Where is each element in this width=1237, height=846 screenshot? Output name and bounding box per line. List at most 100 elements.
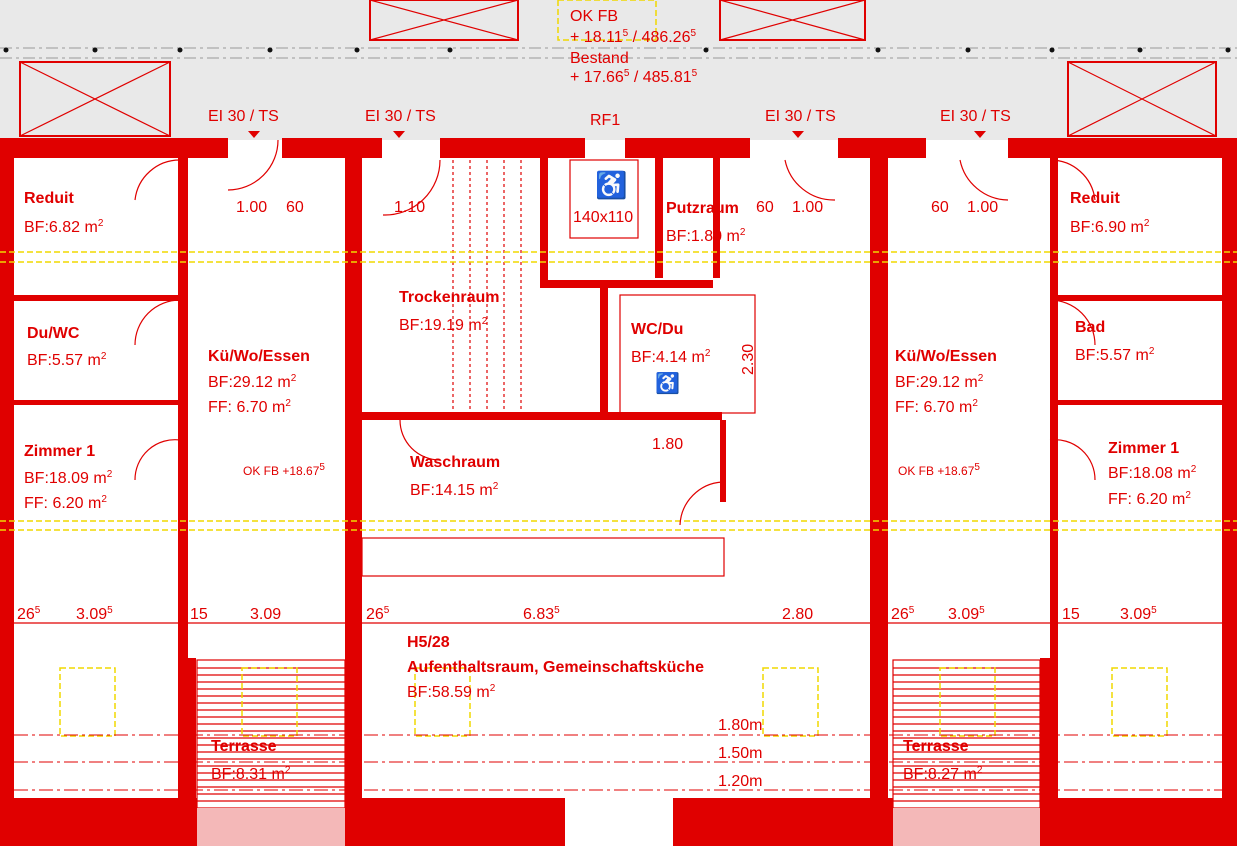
svg-text:BF:5.57 m2: BF:5.57 m2 [27, 351, 107, 369]
svg-text:Zimmer 1: Zimmer 1 [1108, 440, 1179, 457]
svg-text:Bad: Bad [1075, 319, 1105, 336]
skylight [19, 0, 1217, 137]
svg-text:3.095: 3.095 [1120, 605, 1157, 623]
svg-text:Waschraum: Waschraum [410, 454, 500, 471]
svg-text:1.50m: 1.50m [718, 745, 762, 762]
svg-text:BF:14.15 m2: BF:14.15 m2 [410, 481, 499, 499]
bestand-value: + 17.665 / 485.815 [570, 68, 698, 86]
exterior-area [0, 0, 1237, 140]
door-rating-label: EI 30 / TS [765, 108, 836, 125]
svg-text:BF:29.12 m2: BF:29.12 m2 [208, 373, 297, 391]
door-swings [134, 139, 1096, 526]
svg-text:Du/WC: Du/WC [27, 325, 80, 342]
svg-text:3.09: 3.09 [250, 606, 281, 623]
svg-text:Putzraum: Putzraum [666, 200, 739, 217]
svg-text:Terrasse: Terrasse [903, 738, 969, 755]
door-markers [248, 131, 986, 138]
svg-text:1.80m: 1.80m [718, 717, 762, 734]
svg-text:Trockenraum: Trockenraum [399, 289, 499, 306]
svg-text:Kü/Wo/Essen: Kü/Wo/Essen [895, 348, 997, 365]
svg-text:BF:19.19 m2: BF:19.19 m2 [399, 316, 488, 334]
height-labels: 1.80m 1.50m 1.20m [718, 717, 762, 790]
wc-du-outline [619, 294, 756, 414]
svg-text:60: 60 [756, 199, 774, 216]
svg-text:FF: 6.70 m2: FF: 6.70 m2 [895, 398, 978, 416]
svg-text:BF:29.12 m2: BF:29.12 m2 [895, 373, 984, 391]
svg-text:BF:6.90 m2: BF:6.90 m2 [1070, 218, 1150, 236]
room-zimmer-right: Zimmer 1 BF:18.08 m2 FF: 6.20 m2 [1108, 440, 1197, 508]
wheelchair-icon: ♿ [595, 170, 627, 200]
room-aufenthaltsraum: H5/28 Aufenthaltsraum, Gemeinschaftsküch… [407, 634, 704, 701]
svg-text:BF:6.82 m2: BF:6.82 m2 [24, 218, 104, 236]
dimension-row: 265 3.095 15 3.09 265 6.835 2.80 265 3.0… [17, 605, 1157, 623]
terrace-left [196, 659, 346, 846]
svg-text:265: 265 [891, 605, 915, 623]
svg-text:1.00: 1.00 [792, 199, 823, 216]
svg-text:BF:5.57 m2: BF:5.57 m2 [1075, 346, 1155, 364]
room-reduit-right: Reduit BF:6.90 m2 [1070, 190, 1150, 236]
svg-text:1.20m: 1.20m [718, 773, 762, 790]
door-dimensions: 1.00 60 1.10 60 1.00 60 1.00 [236, 199, 998, 216]
room-kitchen-living-right: Kü/Wo/Essen BF:29.12 m2 FF: 6.70 m2 [895, 348, 997, 416]
svg-text:FF: 6.70 m2: FF: 6.70 m2 [208, 398, 291, 416]
room-waschraum: Waschraum BF:14.15 m2 [410, 454, 500, 499]
svg-text:Reduit: Reduit [24, 190, 74, 207]
door-rating-label: EI 30 / TS [365, 108, 436, 125]
okfb-small-right: OK FB +18.675 [898, 462, 980, 478]
bestand-label: Bestand [570, 50, 629, 67]
svg-text:BF:4.14 m2: BF:4.14 m2 [631, 348, 711, 366]
room-reduit-left: Reduit BF:6.82 m2 [24, 190, 104, 236]
svg-text:BF:8.31 m2: BF:8.31 m2 [211, 765, 291, 783]
svg-text:WC/Du: WC/Du [631, 321, 683, 338]
room-zimmer-left: Zimmer 1 BF:18.09 m2 FF: 6.20 m2 [24, 443, 113, 512]
svg-text:Kü/Wo/Essen: Kü/Wo/Essen [208, 348, 310, 365]
walls [0, 138, 1237, 846]
svg-text:Aufenthaltsraum, Gemeinschafts: Aufenthaltsraum, Gemeinschaftsküche [407, 659, 704, 676]
room-bad-right: Bad BF:5.57 m2 [1075, 319, 1155, 364]
room-kitchen-living-left: Kü/Wo/Essen BF:29.12 m2 FF: 6.70 m2 [208, 348, 310, 416]
terrace-right [892, 659, 1041, 846]
svg-text:3.095: 3.095 [76, 605, 113, 623]
room-putzraum: Putzraum BF:1.80 m2 [666, 200, 746, 245]
svg-text:Zimmer 1: Zimmer 1 [24, 443, 95, 460]
rf1-label: RF1 [590, 112, 620, 129]
svg-text:15: 15 [1062, 606, 1080, 623]
svg-text:1.00: 1.00 [967, 199, 998, 216]
svg-text:60: 60 [286, 199, 304, 216]
okfb-small-left: OK FB +18.675 [243, 462, 325, 478]
wc-size-label: 140x110 [573, 209, 633, 226]
ok-fb-value: + 18.115 / 486.265 [570, 28, 696, 46]
stair-outline [557, 0, 657, 41]
accessible-wc-box [569, 159, 639, 239]
svg-text:1.00: 1.00 [236, 199, 267, 216]
height-lines [14, 734, 1222, 791]
svg-text:BF:1.80 m2: BF:1.80 m2 [666, 227, 746, 245]
svg-text:BF:58.59 m2: BF:58.59 m2 [407, 683, 496, 701]
svg-text:265: 265 [366, 605, 390, 623]
stair-lines [452, 160, 522, 412]
svg-text:15: 15 [190, 606, 208, 623]
door-rating-label: EI 30 / TS [208, 108, 279, 125]
room-trockenraum: Trockenraum BF:19.19 m2 [399, 289, 499, 334]
svg-text:2.80: 2.80 [782, 606, 813, 623]
svg-text:BF:18.09 m2: BF:18.09 m2 [24, 469, 113, 487]
dimension-2-30: 2.30 [740, 344, 757, 375]
axis-dots [3, 47, 1231, 53]
door-rating-label: EI 30 / TS [940, 108, 1011, 125]
kitchen-counter [361, 537, 725, 577]
room-wc-du: WC/Du BF:4.14 m2 [631, 321, 711, 366]
svg-text:3.095: 3.095 [948, 605, 985, 623]
room-terrasse-right: Terrasse BF:8.27 m2 [903, 738, 983, 783]
ok-fb-label: OK FB [570, 8, 618, 25]
svg-text:60: 60 [931, 199, 949, 216]
svg-text:BF:8.27 m2: BF:8.27 m2 [903, 765, 983, 783]
wheelchair-icon: ♿ [655, 371, 680, 395]
svg-text:H5/28: H5/28 [407, 634, 450, 651]
svg-text:Terrasse: Terrasse [211, 738, 277, 755]
room-du-wc-left: Du/WC BF:5.57 m2 [27, 325, 107, 369]
room-terrasse-left: Terrasse BF:8.31 m2 [211, 738, 291, 783]
svg-text:1.10: 1.10 [394, 199, 425, 216]
svg-text:6.835: 6.835 [523, 605, 560, 623]
svg-text:Reduit: Reduit [1070, 190, 1120, 207]
